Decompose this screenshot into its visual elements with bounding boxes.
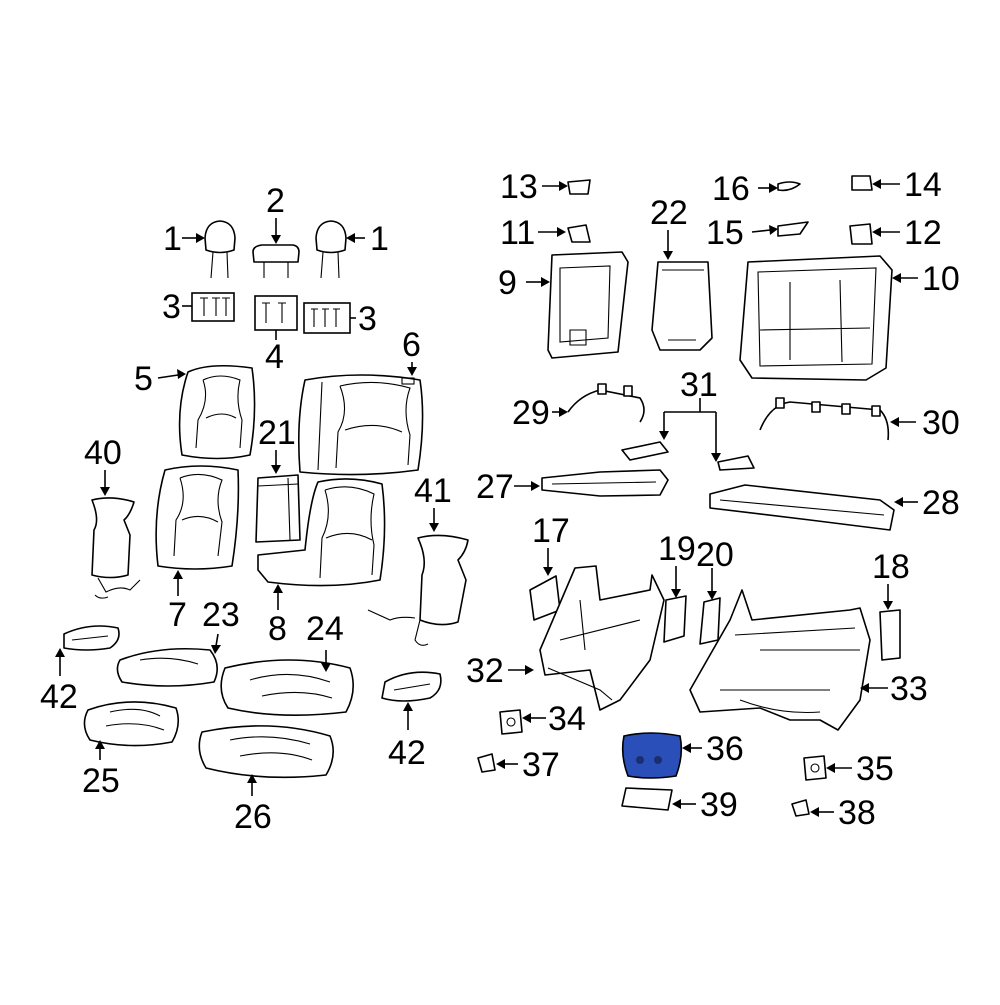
callout-15: 15 bbox=[706, 214, 744, 252]
callout-21: 21 bbox=[258, 414, 296, 452]
seatback-cover-right[interactable] bbox=[297, 374, 424, 476]
callout-11: 11 bbox=[500, 214, 535, 252]
trim-12[interactable] bbox=[849, 223, 873, 245]
trim-cover-right[interactable] bbox=[381, 671, 442, 702]
callout-14: 14 bbox=[904, 166, 942, 204]
side-panel-18[interactable] bbox=[879, 609, 901, 661]
callout-27: 27 bbox=[476, 468, 514, 506]
seat-frame-right[interactable] bbox=[689, 589, 871, 731]
callout-12: 12 bbox=[904, 214, 942, 252]
callout-20: 20 bbox=[696, 536, 734, 574]
latch-31b[interactable] bbox=[717, 455, 755, 471]
bracket-35[interactable] bbox=[803, 755, 827, 781]
callout-33: 33 bbox=[890, 670, 928, 708]
cap-37[interactable] bbox=[477, 753, 496, 773]
callout-25: 25 bbox=[82, 762, 120, 800]
callout-32: 32 bbox=[466, 652, 504, 690]
cap-38[interactable] bbox=[791, 799, 810, 817]
trim-14[interactable] bbox=[851, 175, 873, 191]
trim-cover-left[interactable] bbox=[63, 625, 120, 651]
callout-2: 2 bbox=[266, 182, 285, 220]
trim-13[interactable] bbox=[567, 179, 591, 195]
callout-labels: 1 1 2 3 3 4 5 6 7 8 9 10 11 12 13 14 15 … bbox=[40, 166, 960, 836]
callout-3-right: 3 bbox=[358, 300, 377, 338]
callout-24: 24 bbox=[306, 610, 344, 648]
trim-15[interactable] bbox=[777, 221, 809, 237]
armrest[interactable] bbox=[255, 474, 301, 543]
callout-36: 36 bbox=[706, 730, 744, 768]
callout-1-right: 1 bbox=[370, 220, 389, 258]
callout-1-left: 1 bbox=[163, 220, 182, 258]
callout-37: 37 bbox=[522, 746, 560, 784]
bracket-34[interactable] bbox=[499, 709, 523, 735]
cushion-cover-left[interactable] bbox=[116, 648, 218, 687]
callout-26: 26 bbox=[234, 798, 272, 836]
callout-23: 23 bbox=[202, 596, 240, 634]
callout-35: 35 bbox=[856, 750, 894, 788]
trim-11[interactable] bbox=[567, 224, 591, 243]
callout-8: 8 bbox=[268, 610, 287, 648]
cushion-pad-left[interactable] bbox=[83, 701, 180, 747]
seat-frame-left[interactable] bbox=[539, 565, 665, 711]
guide-sleeves-left[interactable] bbox=[191, 292, 235, 322]
callout-34: 34 bbox=[548, 700, 586, 738]
guide-sleeves-center[interactable] bbox=[254, 295, 298, 331]
side-panel-20[interactable] bbox=[699, 597, 721, 645]
callout-4: 4 bbox=[265, 338, 284, 376]
heater-mat-left[interactable] bbox=[91, 497, 141, 599]
seatback-cover-left[interactable] bbox=[178, 364, 256, 460]
callout-7: 7 bbox=[168, 596, 187, 634]
callout-42-left: 42 bbox=[40, 678, 78, 716]
callout-30: 30 bbox=[922, 404, 960, 442]
track-left[interactable] bbox=[541, 469, 669, 497]
callout-5: 5 bbox=[134, 360, 153, 398]
seatback-pad-right[interactable] bbox=[257, 478, 386, 587]
callout-22: 22 bbox=[650, 194, 688, 232]
heater-mat-right[interactable] bbox=[367, 534, 469, 646]
callout-17: 17 bbox=[532, 512, 570, 550]
callout-16: 16 bbox=[712, 170, 750, 208]
seatback-panel[interactable] bbox=[651, 261, 713, 351]
leader-lines bbox=[55, 179, 918, 817]
side-panel-19[interactable] bbox=[663, 595, 687, 643]
callout-28: 28 bbox=[922, 484, 960, 522]
part-36-body bbox=[621, 732, 683, 779]
cover-39[interactable] bbox=[621, 787, 673, 811]
headrest-center[interactable] bbox=[252, 244, 300, 278]
headrest-left[interactable] bbox=[204, 220, 236, 279]
callout-18: 18 bbox=[872, 548, 910, 586]
callout-9: 9 bbox=[498, 264, 517, 302]
headrest-right[interactable] bbox=[315, 220, 347, 279]
cushion-cover-right[interactable] bbox=[220, 659, 354, 716]
callout-19: 19 bbox=[658, 530, 696, 568]
trim-16[interactable] bbox=[777, 181, 801, 192]
callout-10: 10 bbox=[922, 260, 960, 298]
guide-sleeves-right[interactable] bbox=[303, 302, 351, 334]
callout-38: 38 bbox=[838, 794, 876, 832]
callout-6: 6 bbox=[402, 326, 421, 364]
cushion-pad-right[interactable] bbox=[198, 725, 334, 779]
callout-42-right: 42 bbox=[388, 734, 426, 772]
callout-31: 31 bbox=[680, 366, 718, 404]
cable-left[interactable] bbox=[567, 383, 645, 423]
cable-right[interactable] bbox=[759, 397, 890, 441]
track-right[interactable] bbox=[709, 484, 895, 531]
callout-39: 39 bbox=[700, 786, 738, 824]
callout-29: 29 bbox=[512, 394, 550, 432]
callout-3-left: 3 bbox=[162, 288, 181, 326]
seatback-pad-left[interactable] bbox=[155, 465, 240, 570]
callout-13: 13 bbox=[500, 168, 538, 206]
highlighted-part-36[interactable] bbox=[621, 732, 683, 779]
seatback-frame-left[interactable] bbox=[547, 251, 629, 359]
callout-41: 41 bbox=[414, 472, 452, 510]
callout-40: 40 bbox=[84, 434, 122, 472]
latch-31a[interactable] bbox=[621, 441, 669, 461]
seatback-frame-right[interactable] bbox=[739, 255, 893, 381]
